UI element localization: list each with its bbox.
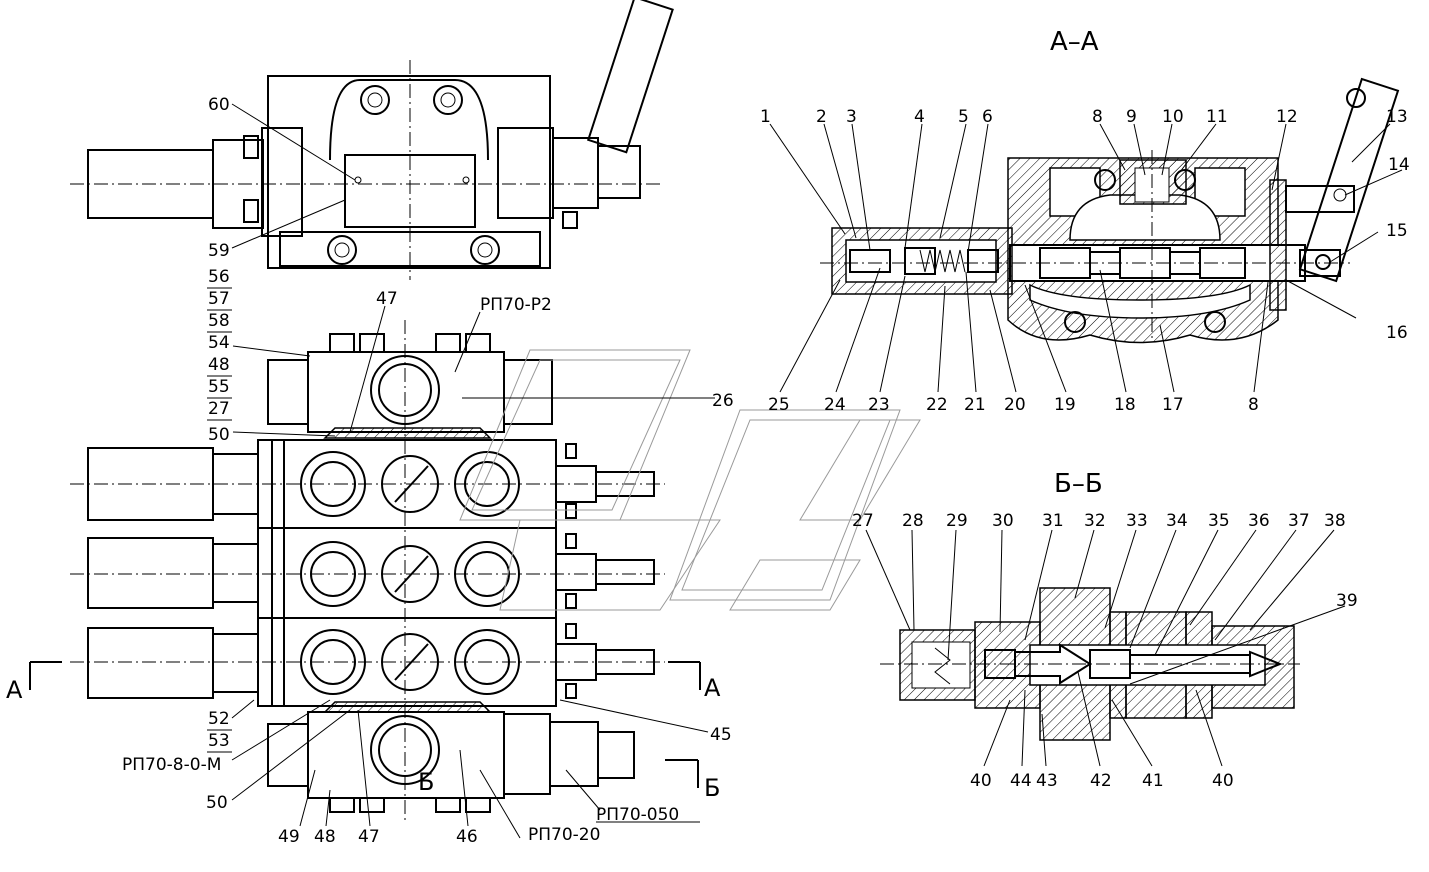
callout-56: 56 [208,267,230,287]
callout-bb-32: 32 [1084,511,1106,531]
callout-bb-43: 43 [1036,771,1058,791]
callout-aa-22: 22 [926,395,948,415]
section-bb-view [880,587,1300,741]
plan-view [29,320,701,823]
callout-49: 49 [278,827,300,847]
designation-rp70-p2: РП70-Р2 [480,295,552,315]
callout-bb-34: 34 [1166,511,1188,531]
callout-bb-40-left: 40 [970,771,992,791]
callout-bb-42: 42 [1090,771,1112,791]
callout-50-bottom: 50 [206,793,228,813]
callout-48-bottom: 48 [314,827,336,847]
callout-bb-40-right: 40 [1212,771,1234,791]
callout-54: 54 [208,333,230,353]
callout-bb-36: 36 [1248,511,1270,531]
section-aa-view [820,77,1400,344]
callout-27: 27 [208,399,230,419]
section-marker-a-left: А [6,676,23,704]
designation-rp70-8-0-m: РП70-8-0-М [122,755,221,775]
callout-aa-14: 14 [1388,155,1410,175]
callout-57: 57 [208,289,230,309]
labels: А–А Б–Б А А Б Б РП70-Р2 РП70-8-0-М РП70-… [6,27,1410,847]
callout-aa-5: 5 [958,107,969,127]
callout-48: 48 [208,355,230,375]
background-ghost-lines [459,349,921,611]
callout-aa-17: 17 [1162,395,1184,415]
callout-60: 60 [208,95,230,115]
callout-46: 46 [456,827,478,847]
callout-aa-11: 11 [1206,107,1228,127]
callout-aa-9: 9 [1126,107,1137,127]
callout-bb-39: 39 [1336,591,1358,611]
callout-bb-28: 28 [902,511,924,531]
callout-aa-13: 13 [1386,107,1408,127]
callout-45: 45 [710,725,732,745]
callout-bb-41: 41 [1142,771,1164,791]
callout-aa-25: 25 [768,395,790,415]
callout-aa-8-bottom: 8 [1248,395,1259,415]
callout-aa-10: 10 [1162,107,1184,127]
callout-aa-12: 12 [1276,107,1298,127]
callout-aa-23: 23 [868,395,890,415]
callout-aa-4: 4 [914,107,925,127]
callout-aa-2: 2 [816,107,827,127]
section-aa-title: А–А [1050,27,1099,57]
callout-58: 58 [208,311,230,331]
callout-53: 53 [208,731,230,751]
callout-59: 59 [208,241,230,261]
section-marker-a-right: А [704,674,721,702]
callout-aa-19: 19 [1054,395,1076,415]
callout-aa-6: 6 [982,107,993,127]
callout-bb-38: 38 [1324,511,1346,531]
callout-bb-30: 30 [992,511,1014,531]
callout-bb-27: 27 [852,511,874,531]
callout-47-bottom: 47 [358,827,380,847]
callout-aa-24: 24 [824,395,846,415]
callout-50: 50 [208,425,230,445]
section-marker-b-right: Б [704,774,720,802]
callout-47-top: 47 [376,289,398,309]
section-bb-title: Б–Б [1054,469,1103,499]
callout-26: 26 [712,391,734,411]
callout-aa-20: 20 [1004,395,1026,415]
callout-aa-3: 3 [846,107,857,127]
callout-bb-33: 33 [1126,511,1148,531]
callout-aa-16: 16 [1386,323,1408,343]
callout-aa-15: 15 [1386,221,1408,241]
callout-bb-35: 35 [1208,511,1230,531]
callout-bb-37: 37 [1288,511,1310,531]
callout-52: 52 [208,709,230,729]
designation-rp70-050: РП70-050 [596,805,679,825]
callout-bb-31: 31 [1042,511,1064,531]
leader-lines [231,103,1403,839]
section-marker-b-left: Б [418,768,434,796]
callout-aa-21: 21 [964,395,986,415]
callout-aa-1: 1 [760,107,771,127]
designation-rp70-20: РП70-20 [528,825,600,845]
callout-bb-44: 44 [1010,771,1032,791]
callout-55: 55 [208,377,230,397]
callout-aa-18: 18 [1114,395,1136,415]
callout-bb-29: 29 [946,511,968,531]
callout-aa-8: 8 [1092,107,1103,127]
top-view [70,0,674,280]
